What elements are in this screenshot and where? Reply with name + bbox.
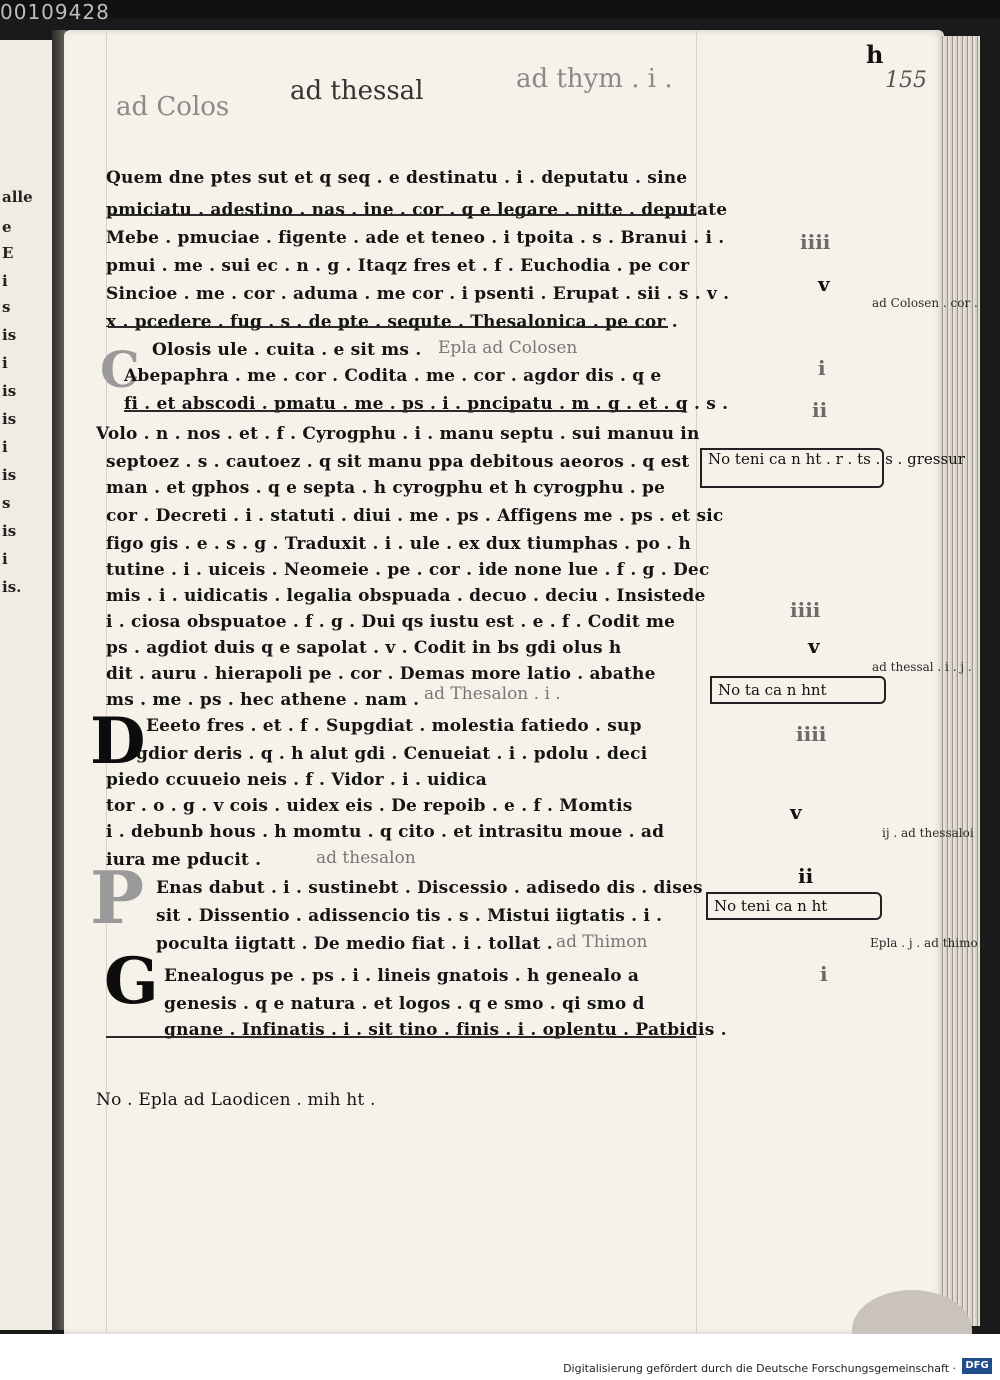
- marginal-box-note: No ta ca n hnt: [710, 676, 886, 704]
- text-line: i . debunb hous . h momtu . q cito . et …: [106, 822, 665, 842]
- text-line: Sincioe . me . cor . aduma . me cor . i …: [106, 284, 730, 304]
- left-fragment: i: [2, 272, 8, 290]
- margin-numeral: iiii: [796, 722, 827, 746]
- text-line: ps . agdiot duis q e sapolat . v . Codit…: [106, 638, 622, 658]
- text-line: pmui . me . sui ec . n . g . Itaqz fres …: [106, 256, 690, 276]
- margin-numeral: i: [820, 962, 828, 986]
- text-line: Enealogus pe . ps . i . lineis gnatois .…: [164, 966, 640, 986]
- margin-note: ad Colosen . cor .: [872, 296, 978, 310]
- facing-page-edge: alle e E i s is i is is i is s is i is.: [0, 40, 54, 1330]
- underline: [106, 1036, 696, 1038]
- text-line: figo gis . e . s . g . Traduxit . i . ul…: [106, 534, 691, 554]
- text-line: fi . et abscodi . pmatu . me . ps . i . …: [124, 394, 729, 414]
- underline: [108, 326, 668, 328]
- text-line: i . ciosa obspuatoe . f . g . Dui qs ius…: [106, 612, 676, 632]
- left-fragment: is: [2, 410, 17, 428]
- left-fragment: E: [2, 244, 14, 262]
- text-line: gdior deris . q . h alut gdi . Cenueiat …: [136, 744, 648, 764]
- text-line: ms . me . ps . hec athene . nam .: [106, 690, 420, 710]
- text-line: cor . Decreti . i . statuti . diui . me …: [106, 506, 724, 526]
- underline: [124, 410, 684, 412]
- underline: [108, 214, 696, 216]
- left-fragment: i: [2, 438, 8, 456]
- margin-numeral: iiii: [790, 598, 821, 622]
- text-line: piedo ccuueio neis . f . Vidor . i . uid…: [106, 770, 487, 790]
- margin-note: Epla . j . ad thimo .: [870, 936, 986, 950]
- text-line: septoez . s . cautoez . q sit manu ppa d…: [106, 452, 690, 472]
- rubric: ad thesalon: [316, 848, 416, 868]
- margin-numeral: iiii: [800, 230, 831, 254]
- text-line: Mebe . pmuciae . figente . ade et teneo …: [106, 228, 725, 248]
- initial-letter: D: [90, 704, 146, 779]
- text-line: man . et gphos . q e septa . h cyrogphu …: [106, 478, 666, 498]
- text-line: dit . auru . hierapoli pe . cor . Demas …: [106, 664, 656, 684]
- frame-identifier: 00109428: [0, 0, 110, 24]
- scan-top-border: [0, 0, 1000, 18]
- text-line: Abepaphra . me . cor . Codita . me . cor…: [124, 366, 662, 386]
- left-fragment: is: [2, 466, 17, 484]
- running-heading: ad thym . i .: [516, 64, 673, 94]
- text-line: Enas dabut . i . sustinebt . Discessio .…: [156, 878, 703, 898]
- text-line: Eeeto fres . et . f . Supgdiat . molesti…: [146, 716, 642, 736]
- left-fragment: s: [2, 298, 11, 316]
- left-fragment: is.: [2, 578, 22, 596]
- page-edges: [940, 36, 980, 1326]
- text-line: pmiciatu . adestino . nas . ine . cor . …: [106, 200, 728, 220]
- text-line: iura me pducit .: [106, 850, 262, 870]
- left-fragment: is: [2, 326, 17, 344]
- text-line: x . pcedere . fug . s . de pte . sequte …: [106, 312, 678, 332]
- folio-number: 155: [885, 68, 927, 93]
- rubric: Epla ad Colosen: [438, 338, 578, 358]
- marginal-box-note: No teni ca n ht . r . ts . s . gressur: [700, 448, 965, 488]
- text-line: tor . o . g . v cois . uidex eis . De re…: [106, 796, 633, 816]
- left-fragment: s: [2, 494, 11, 512]
- initial-letter: P: [90, 855, 145, 940]
- text-line: Volo . n . nos . et . f . Cyrogphu . i .…: [96, 424, 700, 444]
- manuscript-page: [64, 30, 944, 1334]
- text-line: gnane . Infinatis . i . sit tino . finis…: [164, 1020, 727, 1040]
- margin-numeral: v: [818, 272, 830, 296]
- quire-mark: h: [866, 40, 884, 69]
- footer-bar: [0, 1334, 1000, 1380]
- rubric: ad Thimon: [556, 932, 648, 952]
- text-line: sit . Dissentio . adissencio tis . s . M…: [156, 906, 663, 926]
- running-heading: ad thessal: [290, 76, 424, 106]
- book-gutter: [52, 30, 66, 1330]
- text-line: genesis . q e natura . et logos . q e sm…: [164, 994, 645, 1014]
- margin-numeral: v: [808, 634, 820, 658]
- initial-letter: G: [104, 944, 159, 1019]
- left-fragment: is: [2, 522, 17, 540]
- margin-note: ij . ad thessaloi: [882, 826, 974, 840]
- margin-numeral: v: [790, 800, 802, 824]
- left-fragment: i: [2, 550, 8, 568]
- margin-numeral: ii: [798, 864, 814, 888]
- initial-letter: C: [100, 340, 140, 399]
- running-heading: ad Colos: [116, 92, 230, 122]
- dfg-logo: DFG: [962, 1358, 992, 1374]
- rubric: ad Thesalon . i .: [424, 684, 561, 704]
- text-line: Olosis ule . cuita . e sit ms .: [152, 340, 422, 360]
- text-line: tutine . i . uiceis . Neomeie . pe . cor…: [106, 560, 710, 580]
- ruling-line: [106, 30, 107, 1334]
- text-line: poculta iigtatt . De medio fiat . i . to…: [156, 934, 553, 954]
- left-fragment: e: [2, 218, 12, 236]
- text-line: mis . i . uidicatis . legalia obspuada .…: [106, 586, 706, 606]
- margin-numeral: i: [818, 356, 826, 380]
- left-fragment: i: [2, 354, 8, 372]
- ruling-line: [696, 30, 697, 1334]
- margin-numeral: ii: [812, 398, 828, 422]
- left-fragment: is: [2, 382, 17, 400]
- margin-note: ad thessal . i . j .: [872, 660, 972, 674]
- marginal-box-note: No teni ca n ht: [706, 892, 882, 920]
- left-fragment: alle: [2, 188, 33, 206]
- funding-credit: Digitalisierung gefördert durch die Deut…: [563, 1362, 956, 1375]
- text-line: Quem dne ptes sut et q seq . e destinatu…: [106, 168, 688, 188]
- closing-note: No . Epla ad Laodicen . mih ht .: [96, 1090, 376, 1110]
